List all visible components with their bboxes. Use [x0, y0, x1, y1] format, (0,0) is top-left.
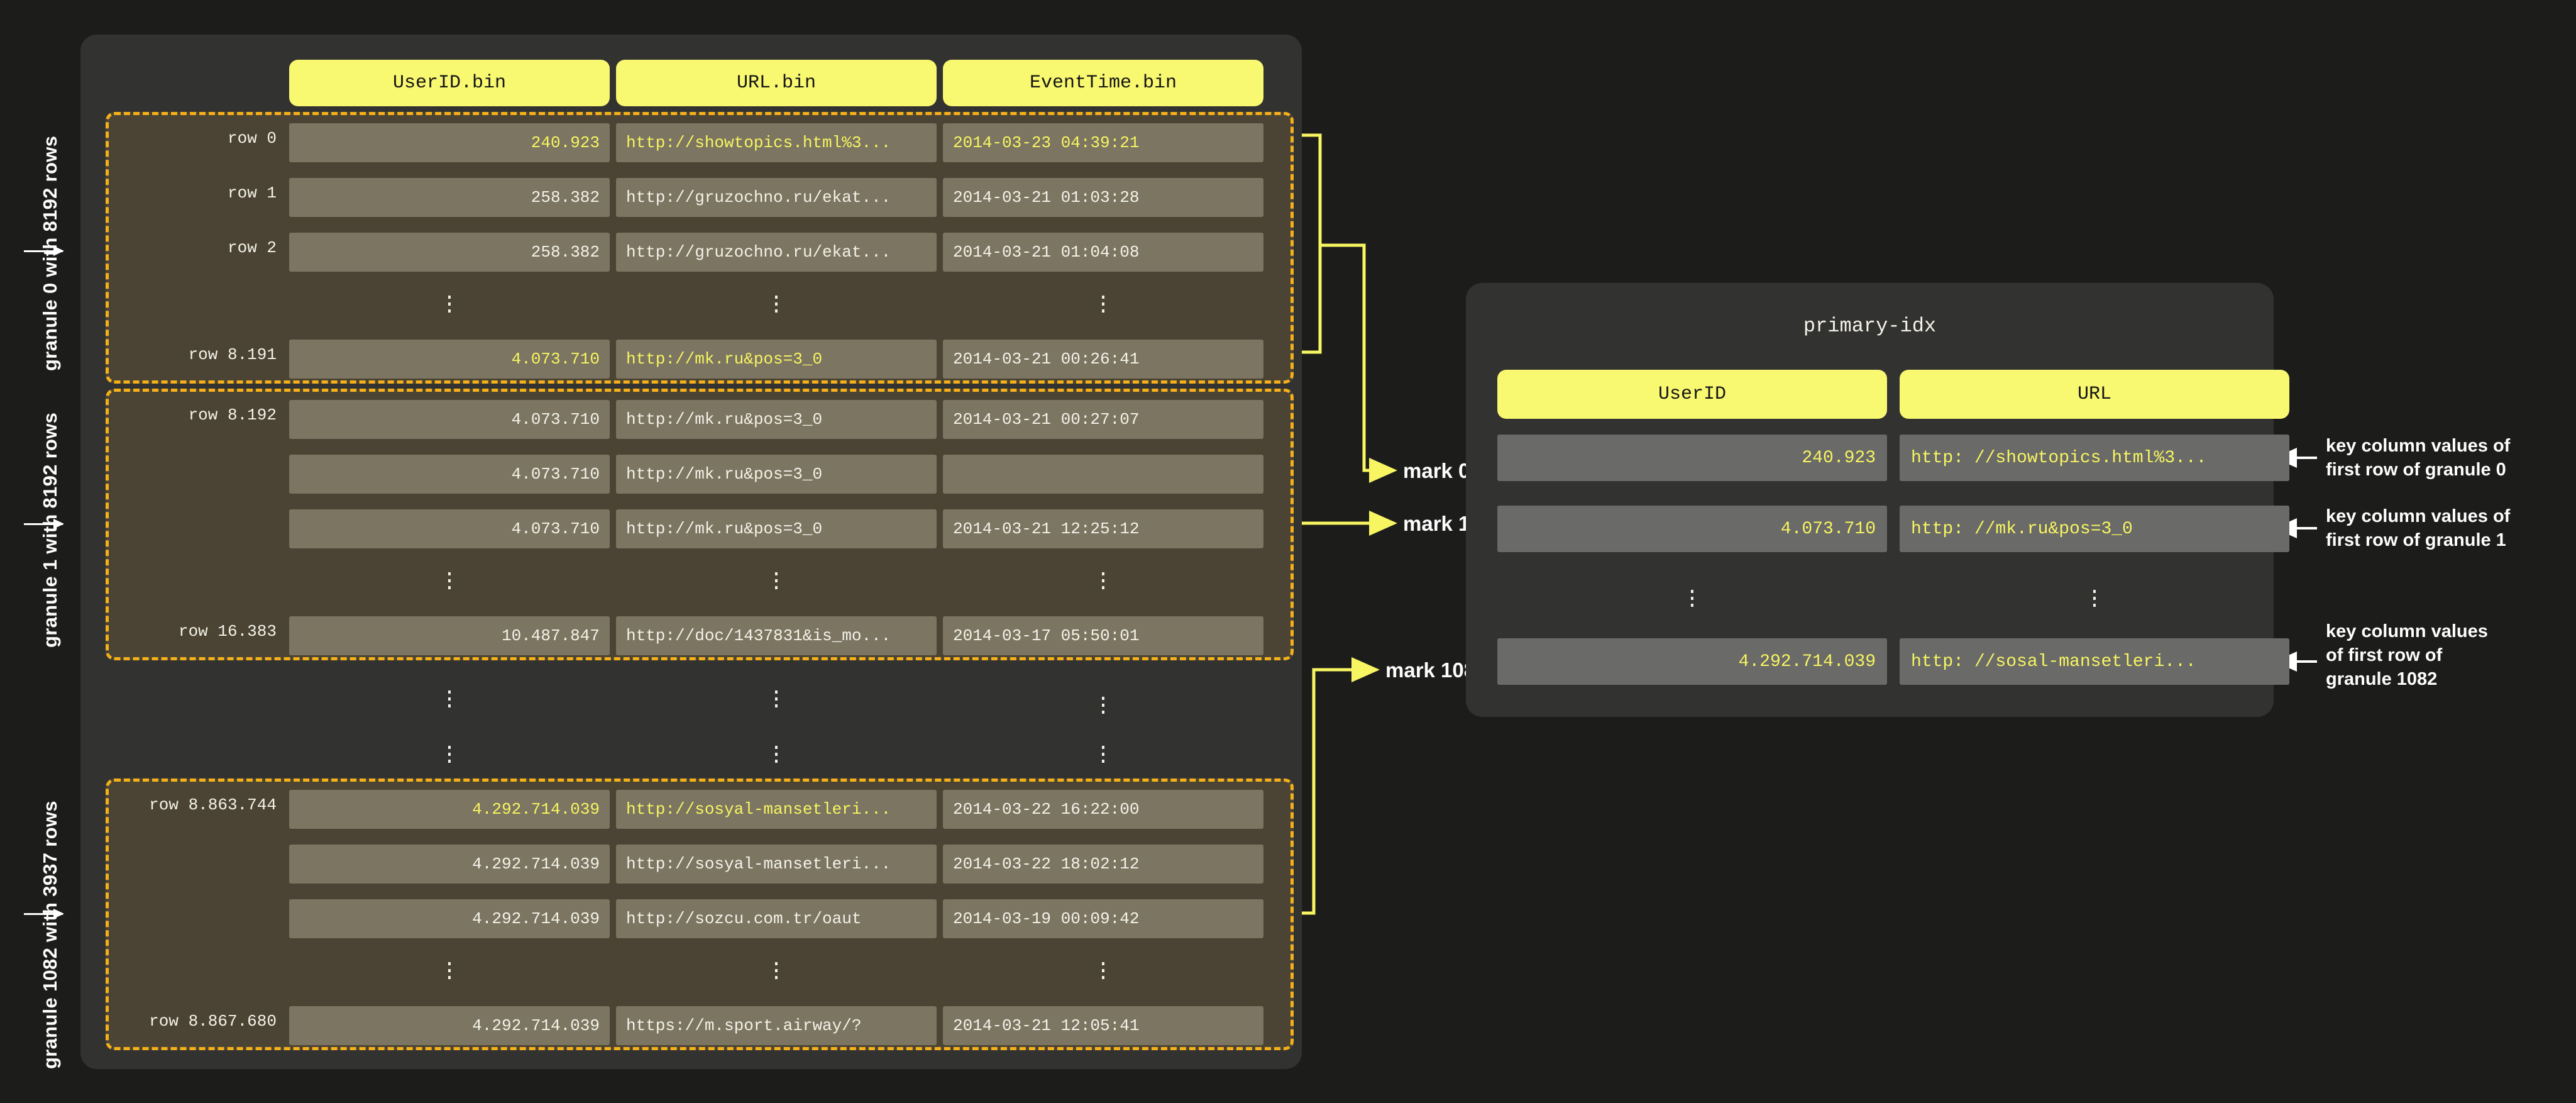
gap-ellipsis-userid-2: ...: [443, 732, 456, 770]
granule-0-row-8191-url: http://mk.ru&pos=3_0: [616, 340, 937, 379]
granule-0-row-2-eventtime: 2014-03-21 01:04:08: [943, 233, 1263, 272]
granule-1082-row-last-url: https://m.sport.airway/?: [616, 1006, 937, 1045]
annotation-granule-1082: key column values of first row of granul…: [2326, 621, 2488, 689]
granule-1-ellipsis-url: ...: [769, 558, 783, 596]
granule-1082-row-last-eventtime: 2014-03-21 12:05:41: [943, 1006, 1263, 1045]
gap-ellipsis-url-1: ...: [769, 677, 783, 714]
granule-1-row-16383-userid: 10.487.847: [289, 616, 610, 655]
granule-0-row-1-eventtime: 2014-03-21 01:03:28: [943, 178, 1263, 217]
primary-index-title: primary-idx: [1803, 314, 1937, 338]
primary-index-row-1-url: http: //mk.ru&pos=3_0: [1900, 506, 2289, 552]
granule-0-ellipsis-userid: ...: [443, 282, 456, 319]
granule-1-side-pointer: [24, 519, 64, 529]
granule-1-row-c-eventtime: 2014-03-21 12:25:12: [943, 509, 1263, 548]
granule-1-ellipsis-userid: ...: [443, 558, 456, 596]
granule-0-side-pointer: [24, 246, 64, 256]
granule-0-row-8191-label: row 8.191: [188, 345, 277, 364]
primary-index-row-1082-url: http: //sosal-mansetleri...: [1900, 638, 2289, 685]
primary-index-ellipsis-url: ...: [2088, 576, 2101, 614]
granule-1-row-16383-label: row 16.383: [178, 622, 277, 641]
granule-1082-row-c-url: http://sozcu.com.tr/oaut: [616, 899, 937, 938]
column-header-eventtime-bin: EventTime.bin: [943, 60, 1263, 106]
granule-1082-row-c-eventtime: 2014-03-19 00:09:42: [943, 899, 1263, 938]
granule-1-row-8192-label: row 8.192: [188, 406, 277, 424]
granule-0-row-2-label: row 2: [227, 238, 277, 257]
granule-1082-row-last-label: row 8.867.680: [149, 1012, 277, 1031]
granule-0-ellipsis-eventtime: ...: [1096, 282, 1110, 319]
granule-0-row-8191-eventtime: 2014-03-21 00:26:41: [943, 340, 1263, 379]
granule-0-row-1-url: http://gruzochno.ru/ekat...: [616, 178, 937, 217]
annotation-granule-1: key column values of first row of granul…: [2326, 506, 2511, 550]
granule-0-ellipsis-url: ...: [769, 282, 783, 319]
granule-1082-row-b-url: http://sosyal-mansetleri...: [616, 845, 937, 884]
granule-1-row-b-eventtime: [943, 455, 1263, 494]
column-header-userid-bin: UserID.bin: [289, 60, 610, 106]
granule-1-row-16383-eventtime: 2014-03-17 05:50:01: [943, 616, 1263, 655]
granule-0-row-1-userid: 258.382: [289, 178, 610, 217]
granule-1-row-b-url: http://mk.ru&pos=3_0: [616, 455, 937, 494]
granule-1-row-c-userid: 4.073.710: [289, 509, 610, 548]
granule-0-row-2-url: http://gruzochno.ru/ekat...: [616, 233, 937, 272]
granule-1082-side-label: granule 1082 with 3937 rows: [39, 801, 61, 1069]
granule-1-row-16383-url: http://doc/1437831&is_mo...: [616, 616, 937, 655]
granule-0-row-0-url: http://showtopics.html%3...: [616, 123, 937, 162]
gap-ellipsis-eventtime-1: ...: [1096, 683, 1110, 721]
granule-1-ellipsis-eventtime: ...: [1096, 558, 1110, 596]
granule-1082-row-first-eventtime: 2014-03-22 16:22:00: [943, 790, 1263, 829]
granule-1-row-c-url: http://mk.ru&pos=3_0: [616, 509, 937, 548]
granule-0-row-0-eventtime: 2014-03-23 04:39:21: [943, 123, 1263, 162]
granule-1082-side-pointer: [24, 909, 64, 919]
gap-ellipsis-url-2: ...: [769, 732, 783, 770]
gap-ellipsis-userid-1: ...: [443, 677, 456, 714]
granule-1082-row-last-userid: 4.292.714.039: [289, 1006, 610, 1045]
granule-1082-row-b-eventtime: 2014-03-22 18:02:12: [943, 845, 1263, 884]
granule-0-row-1-label: row 1: [227, 184, 277, 202]
granule-1082-ellipsis-url: ...: [769, 948, 783, 986]
mark-1-label: mark 1: [1403, 512, 1470, 535]
primary-index-header-url: URL: [1900, 370, 2289, 419]
granule-1082-row-first-url: http://sosyal-mansetleri...: [616, 790, 937, 829]
primary-index-row-0-userid: 240.923: [1497, 435, 1887, 481]
granule-1-side-label: granule 1 with 8192 rows: [39, 412, 61, 648]
granule-1-row-8192-url: http://mk.ru&pos=3_0: [616, 400, 937, 439]
granule-1082-ellipsis-eventtime: ...: [1096, 948, 1110, 986]
granule-0-row-2-userid: 258.382: [289, 233, 610, 272]
granule-1082-ellipsis-userid: ...: [443, 948, 456, 986]
granule-1-row-8192-userid: 4.073.710: [289, 400, 610, 439]
granule-1-row-8192-eventtime: 2014-03-21 00:27:07: [943, 400, 1263, 439]
granule-0-row-0-userid: 240.923: [289, 123, 610, 162]
column-header-url-bin: URL.bin: [616, 60, 937, 106]
annotation-granule-0: key column values of first row of granul…: [2326, 436, 2511, 480]
primary-index-row-1-userid: 4.073.710: [1497, 506, 1887, 552]
granule-1082-row-c-userid: 4.292.714.039: [289, 899, 610, 938]
primary-index-ellipsis-userid: ...: [1685, 576, 1699, 614]
primary-index-header-userid: UserID: [1497, 370, 1887, 419]
granule-0-row-8191-userid: 4.073.710: [289, 340, 610, 379]
granule-1082-row-b-userid: 4.292.714.039: [289, 845, 610, 884]
granule-1-row-b-userid: 4.073.710: [289, 455, 610, 494]
granule-1082-row-first-label: row 8.863.744: [149, 795, 277, 814]
granule-0-row-0-label: row 0: [227, 129, 277, 148]
primary-index-row-1082-userid: 4.292.714.039: [1497, 638, 1887, 685]
gap-ellipsis-eventtime-2: ...: [1096, 732, 1110, 770]
primary-index-row-0-url: http: //showtopics.html%3...: [1900, 435, 2289, 481]
granule-1082-row-first-userid: 4.292.714.039: [289, 790, 610, 829]
mark-0-label: mark 0: [1403, 459, 1470, 482]
